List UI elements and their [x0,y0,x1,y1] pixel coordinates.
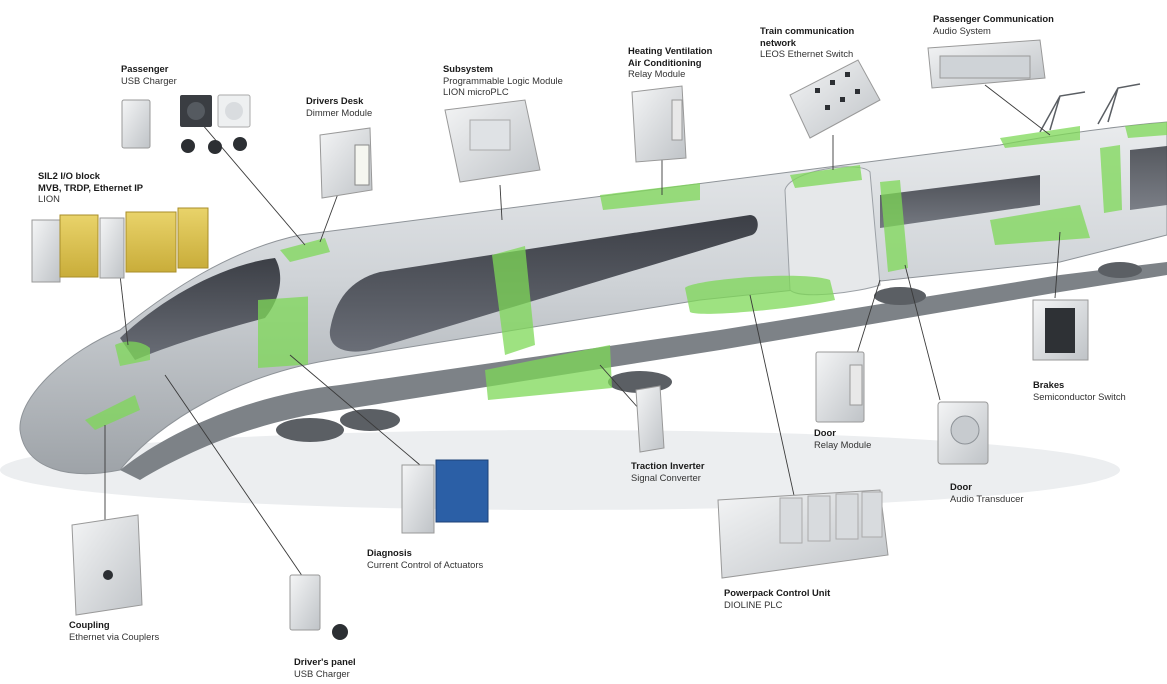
signal-converter-device [635,385,665,453]
side-window-mid [880,175,1040,228]
relay-module-device [631,85,687,163]
train-underframe [120,262,1167,480]
audio-system-device [927,39,1046,89]
actuator-control-device [401,459,489,534]
pantograph [1039,83,1141,133]
drivers-usb-charger-device [289,574,348,640]
sil2-io-device [31,207,209,283]
ethernet-switch-device [789,59,881,139]
leader-lines [104,84,1061,581]
cab-windshield [120,258,281,360]
train-shadow [0,430,1120,510]
side-window-front [329,215,758,352]
semiconductor-switch-device [1032,299,1089,361]
dioline-plc-device [717,489,889,579]
door-relay-device [815,351,865,423]
usb-charger-device [121,94,251,154]
audio-transducer-device [937,401,989,465]
coupler-device [71,514,143,616]
side-window-rear [1130,146,1167,210]
plc-device [444,99,541,183]
highlight-zones [85,122,1167,430]
dimmer-module-device [319,127,373,199]
